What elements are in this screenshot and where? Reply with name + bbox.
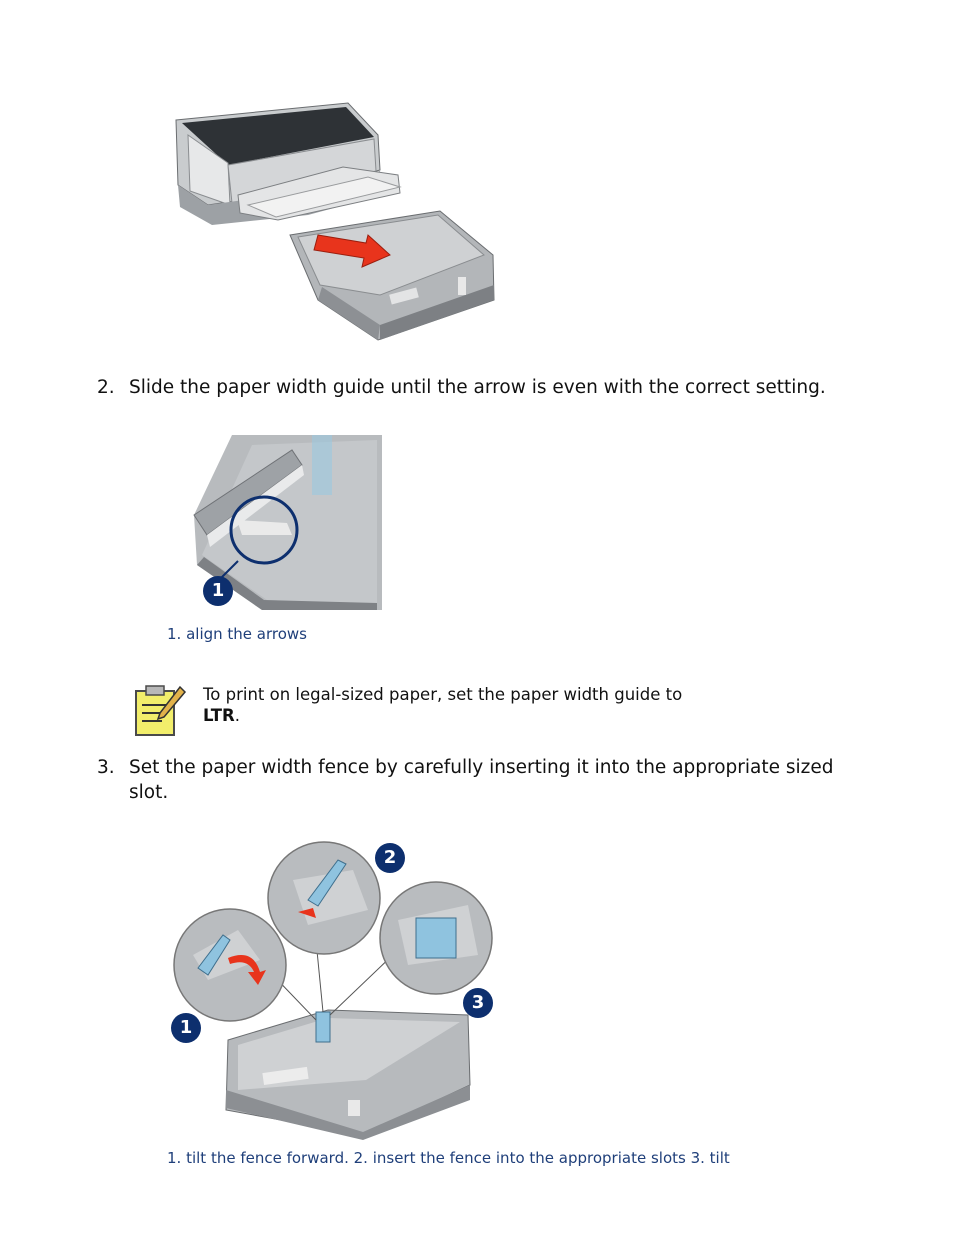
callout-badge-1: 1 (171, 1013, 201, 1043)
callout-number: 2 (383, 847, 397, 868)
callout-number: 1 (179, 1017, 193, 1038)
note-body: To print on legal-sized paper, set the p… (203, 685, 683, 704)
note-text: To print on legal-sized paper, set the p… (203, 684, 763, 726)
figure-caption: 1. align the arrows (167, 625, 307, 643)
notepad-pencil-icon (132, 683, 188, 739)
step-text-line2: slot. (129, 782, 169, 803)
step-3: 3. Set the paper width fence by carefull… (97, 755, 927, 807)
step-text: Slide the paper width guide until the ar… (129, 377, 826, 398)
callout-badge-2: 2 (375, 843, 405, 873)
callout-badge-1: 1 (203, 576, 233, 606)
step-2: 2. Slide the paper width guide until the… (97, 375, 917, 401)
step-text-line1: Set the paper width fence by carefully i… (129, 757, 834, 778)
figure-caption: 1. tilt the fence forward. 2. insert the… (167, 1149, 730, 1167)
note-box: To print on legal-sized paper, set the p… (132, 683, 852, 743)
width-guide-illustration: 1 (192, 435, 382, 615)
step-number: 2. (97, 377, 115, 398)
callout-number: 1 (211, 580, 225, 601)
step-number: 3. (97, 757, 115, 778)
note-suffix: . (234, 706, 240, 725)
printer-tray-illustration (168, 95, 498, 345)
fence-insertion-illustration: 1 2 3 (168, 840, 498, 1140)
callout-badge-3: 3 (463, 988, 493, 1018)
note-bold: LTR (203, 706, 235, 725)
callout-number: 3 (471, 992, 485, 1013)
